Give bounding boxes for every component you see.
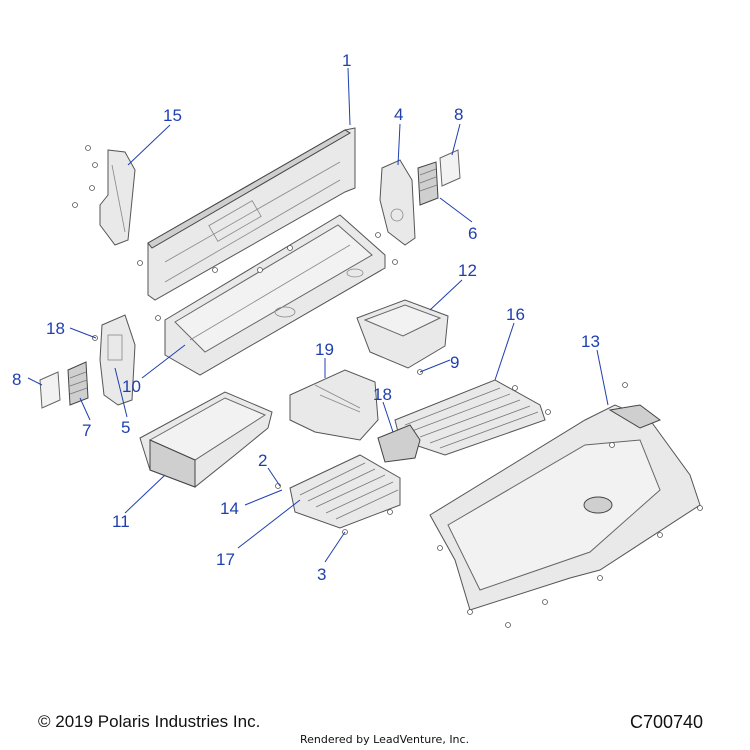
part-8-plate-left [39,371,61,409]
callout-4: 4 [394,105,403,124]
callout-14: 14 [220,499,239,518]
callout-6: 6 [468,224,477,243]
long-floor-tray [164,214,386,376]
part-15-side-bracket [99,149,136,246]
part-1-bulkhead-panel [147,127,356,301]
part-12-storage-bin [356,299,449,369]
callout-11: 11 [112,512,130,531]
part-6-grille [417,161,439,206]
callout-16: 16 [506,305,525,324]
callout-13: 13 [581,332,600,351]
part-18-mount-block [377,424,421,463]
part-11-storage-bin [139,391,273,488]
callout-9: 9 [450,353,459,372]
callout-12: 12 [458,261,477,280]
callout-18-left: 18 [46,319,65,338]
callouts: 1 2 3 4 5 6 7 8 8 9 10 11 12 13 14 15 16… [12,51,600,584]
copyright-text: © 2019 Polaris Industries Inc. [38,712,261,731]
callout-2: 2 [258,451,267,470]
fasteners [72,145,703,628]
callout-18-center: 18 [373,385,392,404]
part-17-floor-mat [289,454,401,529]
rendered-by-text: Rendered by LeadVenture, Inc. [300,733,470,746]
part-4-side-bracket [379,159,416,246]
callout-8-right: 8 [454,105,463,124]
diagram-code: C700740 [630,712,704,732]
callout-15: 15 [163,106,182,125]
callout-8-left: 8 [12,370,21,389]
callout-7: 7 [82,421,91,440]
part-5-side-bracket [99,314,136,406]
callout-17: 17 [216,550,235,569]
callout-3: 3 [317,565,326,584]
leader-lines [27,67,609,563]
part-13-floor-pan [429,404,701,611]
callout-5: 5 [121,418,130,437]
part-8-plate-right [439,149,461,187]
callout-1: 1 [342,51,351,70]
part-7-grille [67,361,89,406]
callout-10: 10 [122,377,141,396]
part-19-cover [289,369,379,441]
callout-19: 19 [315,340,334,359]
